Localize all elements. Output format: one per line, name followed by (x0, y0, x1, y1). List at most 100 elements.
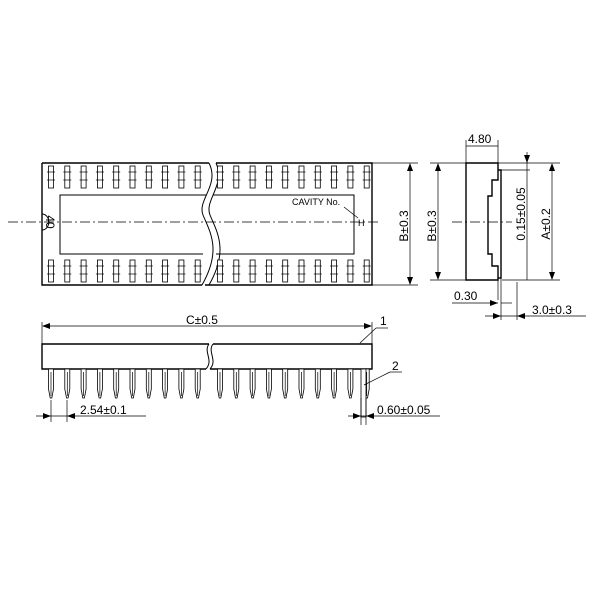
front-lead (178, 368, 185, 399)
front-view: C±0.5 1 2 2.54±0.1 0.60±0.05 (36, 313, 440, 425)
top-pins-lower (47, 259, 371, 283)
front-lead (80, 368, 87, 399)
top-pin-upper (79, 165, 88, 189)
top-pin-upper (47, 165, 55, 189)
top-pin-upper (281, 165, 290, 189)
top-pin-upper (161, 165, 170, 189)
top-pin-lower (264, 259, 273, 283)
top-view: CAVITY No. H 40 (8, 162, 378, 286)
c-arrow-right (364, 323, 372, 329)
top-pin-upper (112, 165, 121, 189)
side-body-outline (465, 162, 499, 281)
top-pin-upper (95, 165, 104, 189)
front-lead (233, 368, 240, 399)
top-pin-upper (346, 165, 355, 189)
cavity-leader (343, 206, 359, 219)
top-view-body-right (205, 162, 373, 286)
side-view: B±0.3 4.80 0.15±0.05 A±0.2 0.30 (425, 132, 586, 320)
front-lead (145, 368, 152, 399)
pin-label: 0.60±0.05 (377, 403, 431, 417)
front-break-line (205, 343, 210, 370)
b-dimension-top-view: B±0.3 (372, 162, 418, 286)
top-pin-upper (330, 165, 339, 189)
pitch-arrow-left (43, 413, 51, 419)
front-lead (282, 368, 289, 399)
front-lead (298, 368, 305, 399)
top-pin-lower (281, 259, 290, 283)
top-view-break-line (201, 162, 214, 286)
top-pin-lower (346, 259, 355, 283)
d30-label: 3.0±0.3 (532, 303, 572, 317)
top-pin-lower (63, 259, 72, 283)
front-break-line-2 (209, 343, 214, 370)
b-arrow-bottom (407, 277, 413, 285)
pitch-label: 2.54±0.1 (80, 403, 127, 417)
front-lead (249, 368, 256, 399)
side-leg (498, 169, 502, 279)
top-pin-upper (362, 165, 371, 189)
pin-arrow-left (353, 413, 361, 419)
top-pin-lower (112, 259, 121, 283)
front-lead (129, 368, 136, 399)
front-lead (97, 368, 103, 399)
pin-arrow-right (366, 413, 374, 419)
top-pin-upper (264, 165, 273, 189)
top-pin-lower (297, 259, 306, 283)
d030-label: 0.30 (454, 289, 478, 303)
top-pin-lower (161, 259, 170, 283)
top-pin-upper (63, 165, 72, 189)
top-pin-lower (47, 259, 55, 283)
top-pin-upper (232, 165, 241, 189)
side-b-arrow-bottom (435, 272, 441, 280)
top-pin-lower (362, 259, 371, 283)
top-pin-upper (193, 165, 202, 189)
top-pin-upper (177, 165, 186, 189)
front-lead (314, 368, 321, 399)
front-lead (162, 368, 168, 399)
top-pin-lower (95, 259, 104, 283)
callout-2-leader (363, 371, 391, 386)
top-view-cavity-right (213, 194, 355, 255)
front-lead (113, 368, 120, 399)
top-pin-lower (216, 259, 224, 283)
top-pin-lower (128, 259, 137, 283)
pin-40-label: 40 (43, 215, 57, 229)
front-lead (48, 368, 54, 399)
front-lead (331, 368, 337, 399)
callout-1-leader (359, 327, 377, 344)
front-lead (266, 368, 272, 399)
front-lead (347, 368, 354, 399)
b-dim-label-2: B±0.3 (425, 210, 439, 242)
top-pin-lower (193, 259, 202, 283)
d30-arrow-left (493, 313, 501, 319)
c-dim-label: C±0.5 (186, 313, 218, 327)
top-pin-upper (216, 165, 224, 189)
top-pin-upper (128, 165, 137, 189)
front-lead (64, 368, 71, 399)
cavity-mark: H (358, 218, 365, 228)
side-b-arrow-top (435, 163, 441, 171)
front-body-right (210, 343, 373, 370)
top-pin-lower (313, 259, 322, 283)
top-pin-lower (177, 259, 186, 283)
top-pin-lower (248, 259, 257, 283)
cavity-label: CAVITY No. (292, 197, 340, 207)
b-arrow-top (407, 163, 413, 171)
top-view-cavity-left (59, 194, 206, 255)
d030-arrow (490, 300, 498, 306)
d30-arrow-right (517, 313, 525, 319)
front-body-left (41, 343, 209, 370)
a-arrow-bottom (549, 272, 555, 280)
callout-2: 2 (392, 359, 399, 373)
top-view-body-left (41, 162, 209, 286)
top-pin-lower (79, 259, 88, 283)
top-pin-upper (297, 165, 306, 189)
a-arrow-top (549, 163, 555, 171)
top-pin-lower (144, 259, 153, 283)
c-arrow-left (42, 323, 50, 329)
front-lead (217, 368, 223, 399)
top-pin-upper (248, 165, 257, 189)
w480-label: 4.80 (468, 132, 492, 146)
top-pin-upper (144, 165, 153, 189)
